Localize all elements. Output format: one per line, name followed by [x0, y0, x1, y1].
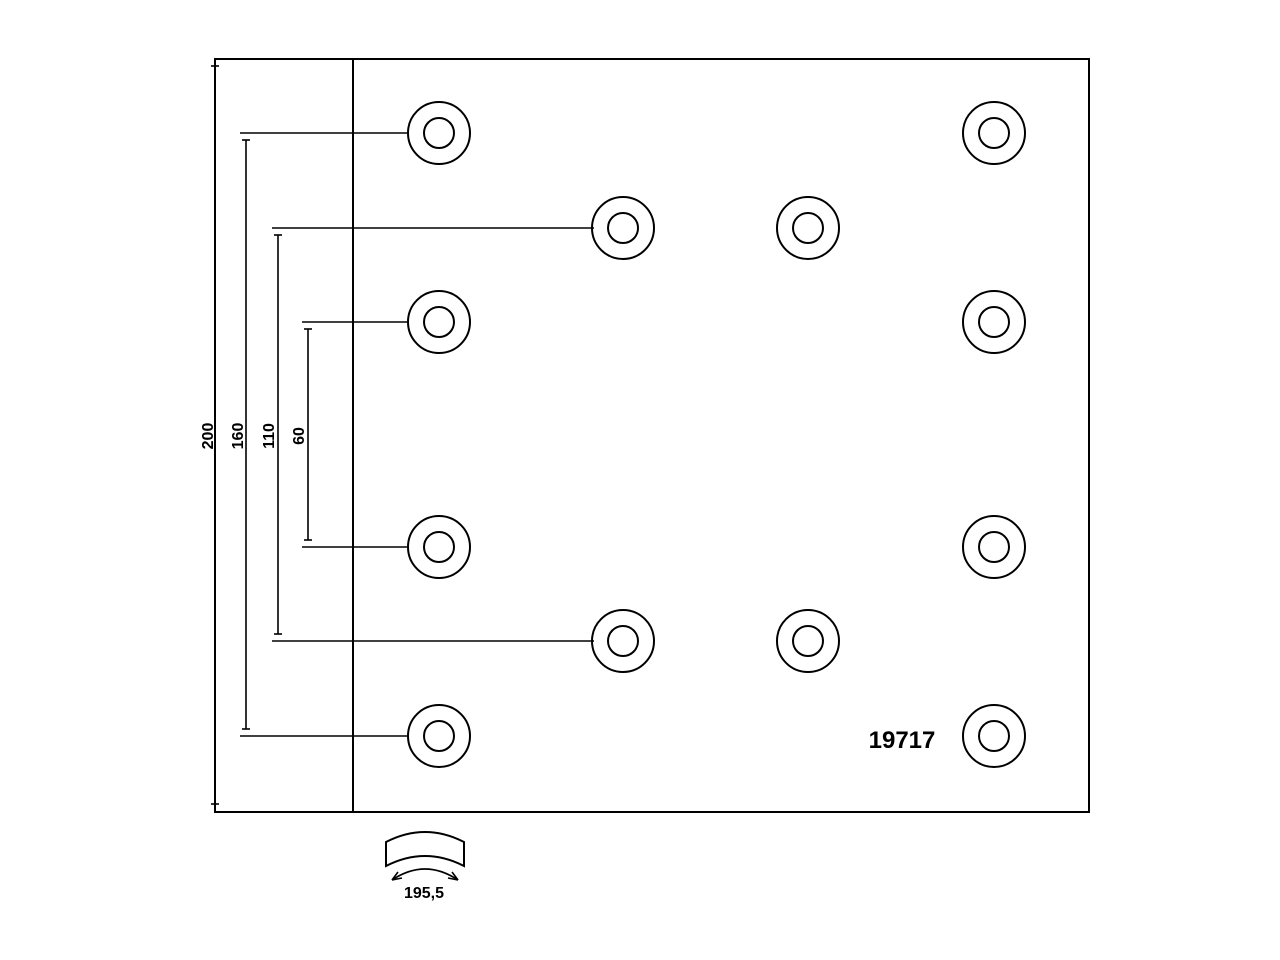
rivet-hole-outer: [407, 101, 471, 165]
dimension-middle-pitch: 110: [261, 227, 594, 642]
rivet-hole-inner: [792, 625, 824, 657]
rivet-hole: [591, 609, 655, 673]
rivet-hole-inner: [423, 720, 455, 752]
rivet-hole: [407, 515, 471, 579]
rivet-hole: [962, 101, 1026, 165]
dim-label-overall-height: 200: [200, 423, 217, 450]
rivet-hole-inner: [607, 212, 639, 244]
arc-length-label: 195,5: [404, 885, 444, 902]
rivet-hole-inner: [792, 212, 824, 244]
rivet-hole-outer: [776, 609, 840, 673]
dimension-overall-height: 200: [200, 59, 219, 812]
rivet-hole-outer: [591, 609, 655, 673]
rivet-hole: [962, 290, 1026, 354]
rivet-hole-inner: [978, 531, 1010, 563]
rivet-hole-outer: [591, 196, 655, 260]
dimension-inner-pitch: 60: [291, 321, 409, 548]
rivet-hole-outer: [962, 704, 1026, 768]
lining-plate-outline: [214, 58, 1090, 813]
rivet-hole: [407, 101, 471, 165]
rivet-hole-outer: [407, 515, 471, 579]
rivet-hole-inner: [978, 117, 1010, 149]
arc-length-symbol: 195,5: [385, 831, 465, 902]
dim-label-inner-pitch: 60: [291, 427, 308, 445]
rivet-hole: [776, 609, 840, 673]
rivet-hole-group: [407, 101, 1026, 768]
dimension-outer-pitch: 160: [230, 132, 409, 737]
rivet-hole-outer: [962, 515, 1026, 579]
rivet-hole-inner: [978, 306, 1010, 338]
rivet-hole-inner: [423, 117, 455, 149]
dim-label-outer-pitch: 160: [230, 423, 247, 450]
rivet-hole-outer: [407, 290, 471, 354]
rivet-hole: [776, 196, 840, 260]
rivet-hole: [407, 704, 471, 768]
rivet-hole: [962, 515, 1026, 579]
rivet-hole-inner: [423, 531, 455, 563]
rivet-hole-inner: [423, 306, 455, 338]
rivet-hole-inner: [607, 625, 639, 657]
rivet-hole: [962, 704, 1026, 768]
dim-label-middle-pitch: 110: [261, 423, 278, 449]
rivet-hole: [591, 196, 655, 260]
rivet-hole-outer: [962, 290, 1026, 354]
rivet-hole-outer: [407, 704, 471, 768]
rivet-hole-outer: [962, 101, 1026, 165]
rivet-hole-outer: [776, 196, 840, 260]
part-number-label: 19717: [869, 727, 936, 754]
rivet-hole-inner: [978, 720, 1010, 752]
rivet-hole: [407, 290, 471, 354]
